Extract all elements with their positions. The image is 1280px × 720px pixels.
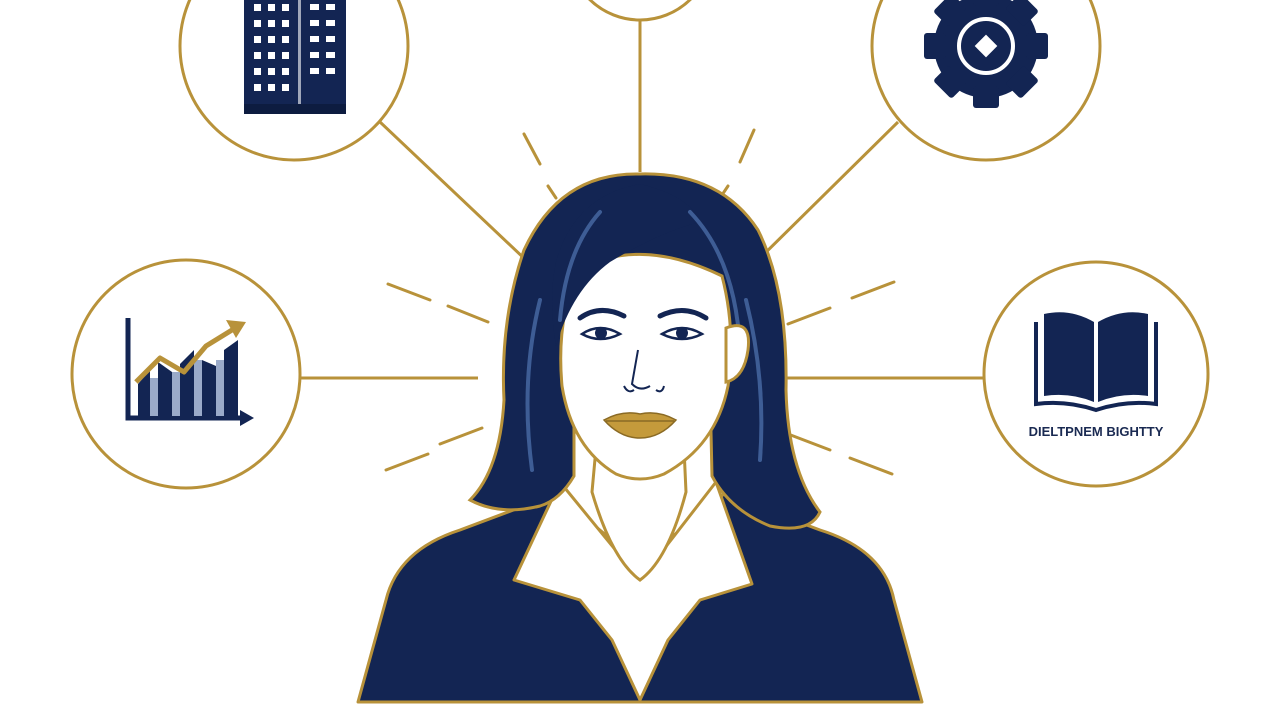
- node-top-circle: [588, 0, 692, 22]
- ray: [438, 426, 484, 446]
- ray: [848, 456, 894, 476]
- eye-left: [579, 326, 623, 341]
- gear-icon: [924, 0, 1048, 108]
- ray: [738, 128, 756, 164]
- ray: [850, 280, 896, 300]
- ray: [446, 304, 490, 324]
- connector-gear: [750, 120, 900, 268]
- node-book: DIELTPNEM BIGHTTY: [982, 260, 1210, 488]
- lips: [602, 412, 678, 439]
- eye-right: [659, 326, 705, 341]
- ray: [546, 184, 558, 200]
- eyebrow-left: [577, 308, 627, 321]
- node-gear: [870, 0, 1102, 162]
- ray: [786, 432, 832, 452]
- node-book-circle: [982, 260, 1210, 488]
- ray: [522, 132, 542, 166]
- node-chart: [70, 258, 302, 490]
- open-book-icon: [1034, 312, 1158, 413]
- growth-chart-icon: [125, 318, 254, 426]
- ray: [384, 452, 430, 472]
- ear: [724, 324, 751, 384]
- connectors: [298, 18, 984, 380]
- eyebrow-right: [657, 308, 709, 321]
- node-building: [178, 0, 410, 162]
- neck: [590, 446, 688, 582]
- book-caption: DIELTPNEM BIGHTTY: [1029, 424, 1164, 439]
- office-building-icon: [244, 0, 346, 114]
- hair-highlight: [525, 210, 764, 472]
- radiating-rays: [384, 128, 896, 476]
- node-top: [588, 0, 692, 22]
- face: [559, 252, 733, 481]
- ray: [386, 282, 432, 302]
- professional-woman-portrait: [356, 172, 924, 704]
- shirt-collar: [512, 480, 754, 702]
- connector-building: [378, 120, 530, 264]
- ray: [786, 306, 832, 326]
- nose: [623, 349, 665, 393]
